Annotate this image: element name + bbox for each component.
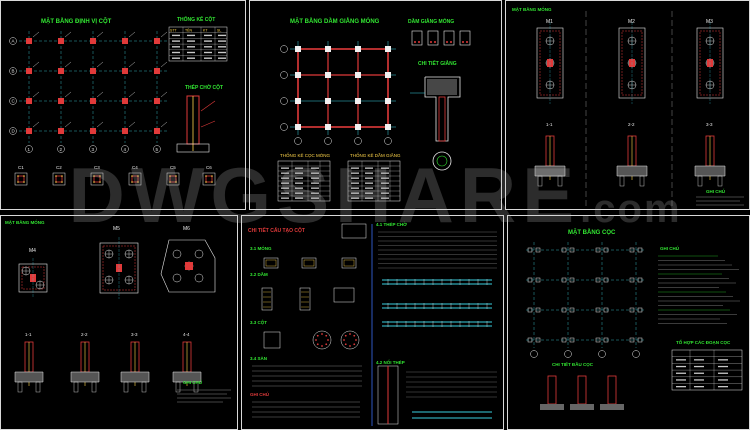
svg-text:C5: C5 [170, 165, 176, 170]
svg-text:C4: C4 [132, 165, 138, 170]
svg-text:2: 2 [60, 147, 63, 152]
subtitle-5: 4.1 THÉP CHỜ [376, 220, 407, 227]
svg-text:C3: C3 [94, 165, 100, 170]
section-label-3: 3-3 [706, 122, 713, 127]
pile-table-title: THỐNG KÊ CỌC MÓNG [280, 151, 331, 158]
sheet-pile-layout[interactable]: MẶT BẰNG CỌC GHI CHÚ TỔ HỢP CÁC ĐOẠN CỌC… [507, 215, 750, 430]
section-label-7: 4-4 [183, 332, 190, 337]
foundation-plans-b [14, 237, 216, 393]
svg-text:D: D [12, 129, 16, 134]
beam-table-title: THỐNG KÊ DẦM GIẰNG [350, 151, 401, 158]
sheet-1-detail-title: THÉP CHỜ CỘT [185, 83, 223, 91]
subtitle-4: 3.4 SÀN [250, 355, 267, 361]
sheet-5-details [252, 223, 497, 425]
sheet-3-notes [696, 196, 744, 206]
column-sections-row: C1 C2 C3 C4 C5 C6 [14, 165, 216, 186]
column-detail [176, 95, 216, 153]
subtitle-2: 3.2 DẦM [250, 271, 268, 277]
sheet-5-note-title: GHI CHÚ [250, 391, 269, 397]
sheet-6-drawing: MẶT BẰNG CỌC GHI CHÚ TỔ HỢP CÁC ĐOẠN CỌC… [526, 228, 743, 410]
column-schedule-table: STT TÊN KT SL [168, 26, 228, 62]
column-grid: 1 2 3 4 5 A B C D [9, 31, 168, 153]
pile-combination-table [671, 349, 743, 391]
pile-plan [526, 242, 644, 358]
section-label-6: 3-3 [131, 332, 138, 337]
foundation-label-6: M6 [183, 226, 190, 232]
sheet-column-layout[interactable]: MẶT BẰNG ĐỊNH VỊ CỘT 1 2 3 4 5 A B C D THỐNG KÊ … [0, 0, 246, 210]
sheet-1-side-title: THỐNG KÊ CỘT [177, 15, 215, 23]
svg-text:1: 1 [28, 147, 31, 152]
sheet-foundation-details-b[interactable]: MẶT BẰNG MÓNG M4 M5 M6 1-1 2-2 3-3 4-4 G… [0, 215, 238, 430]
section-label-4: 1-1 [25, 332, 32, 337]
section-label-5: 2-2 [81, 332, 88, 337]
sheet-3-note-title: GHI CHÚ [706, 188, 725, 194]
svg-text:C1: C1 [18, 165, 24, 170]
sheet-2-drawing: MẶT BẰNG DẦM GIẰNG MÓNG DẦM GIẰNG MÓNG C… [277, 17, 471, 202]
sheet-4-drawing: MẶT BẰNG MÓNG M4 M5 M6 1-1 2-2 3-3 4-4 G… [5, 218, 231, 403]
svg-text:C6: C6 [206, 165, 212, 170]
svg-text:STT: STT [170, 29, 177, 33]
sheet-1-title: MẶT BẰNG ĐỊNH VỊ CỘT [41, 17, 112, 25]
svg-text:SL: SL [217, 29, 221, 33]
svg-text:C2: C2 [56, 165, 62, 170]
sheet-1-drawing: MẶT BẰNG ĐỊNH VỊ CỘT 1 2 3 4 5 A B C D THỐNG KÊ … [9, 15, 228, 186]
sheet-3-title: MẶT BẰNG MÓNG [512, 5, 552, 12]
pile-cap-detail [410, 76, 461, 171]
svg-text:4: 4 [124, 147, 127, 152]
svg-text:KT: KT [203, 29, 208, 33]
sheet-4-title: MẶT BẰNG MÓNG [5, 218, 45, 225]
pile-head-details [540, 375, 624, 410]
sheet-foundation-details-a[interactable]: MẶT BẰNG MÓNG M1 M2 M3 1-1 2-2 3-3 GHI C… [505, 0, 750, 210]
svg-text:A: A [12, 39, 15, 44]
subtitle-3: 3.3 CỘT [250, 318, 267, 325]
tie-beam-plan [280, 41, 396, 145]
sheet-structural-details[interactable]: CHI TIẾT CẤU TẠO CỘT 3.1 MÓNG 3.2 DẦM 3.… [241, 215, 504, 430]
section-label-2: 2-2 [628, 122, 635, 127]
sheet-6-note-title: GHI CHÚ [660, 245, 679, 251]
sheet-tie-beam-layout[interactable]: MẶT BẰNG DẦM GIẰNG MÓNG DẦM GIẰNG MÓNG C… [249, 0, 502, 210]
section-label-1: 1-1 [546, 122, 553, 127]
sheet-2-title: MẶT BẰNG DẦM GIẰNG MÓNG [290, 17, 380, 25]
sheet-6-detail-title: CHI TIẾT ĐẦU CỌC [552, 361, 594, 367]
subtitle-1: 3.1 MÓNG [250, 244, 272, 251]
foundation-label-5: M5 [113, 226, 120, 232]
foundation-label-3: M3 [706, 19, 713, 25]
svg-text:5: 5 [156, 147, 159, 152]
svg-text:3: 3 [92, 147, 95, 152]
sheet-2-side-title: DẦM GIẰNG MÓNG [408, 17, 454, 25]
sheet-4-note-title: GHI CHÚ [183, 379, 202, 385]
svg-text:C: C [12, 99, 16, 104]
svg-text:B: B [12, 69, 15, 74]
foundation-label-2: M2 [628, 19, 635, 25]
foundation-label-4: M4 [29, 248, 36, 254]
sheet-6-notes [658, 255, 740, 324]
foundation-plans [534, 11, 726, 206]
svg-text:TÊN: TÊN [185, 28, 192, 33]
sheet-2-tables [277, 160, 401, 202]
subtitle-6: 4.2 NỐI THÉP [376, 358, 405, 365]
sheet-5-drawing: CHI TIẾT CẤU TẠO CỘT 3.1 MÓNG 3.2 DẦM 3.… [248, 220, 497, 426]
sheet-6-title: MẶT BẰNG CỌC [568, 228, 616, 236]
sheet-3-drawing: MẶT BẰNG MÓNG M1 M2 M3 1-1 2-2 3-3 GHI C… [512, 5, 744, 206]
sheet-4-notes [177, 389, 231, 403]
beam-sections [411, 30, 471, 46]
foundation-label-1: M1 [546, 19, 553, 25]
sheet-2-detail-title: CHI TIẾT GIẰNG [418, 59, 457, 67]
sheet-6-table-title: TỔ HỢP CÁC ĐOẠN CỌC [676, 339, 731, 345]
sheet-5-title: CHI TIẾT CẤU TẠO CỘT [248, 226, 305, 234]
